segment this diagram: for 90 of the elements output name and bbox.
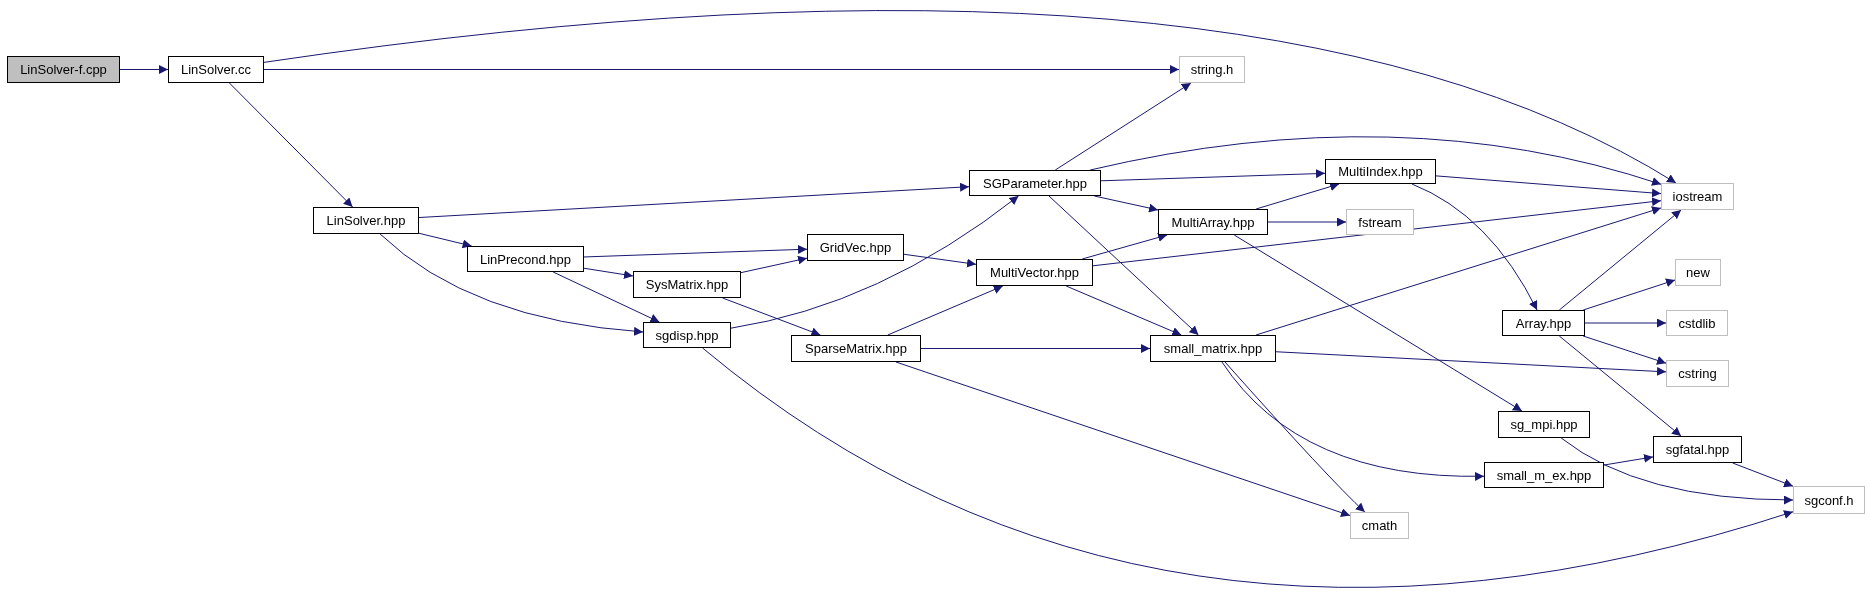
file-name: SparseMatrix.hpp: [805, 341, 907, 356]
arrow: [583, 245, 808, 258]
file-box: [1158, 209, 1268, 235]
arrow: [379, 233, 644, 336]
file-box: [1661, 183, 1734, 210]
file-name: cmath: [1361, 518, 1398, 533]
file-name: MultiVector.hpp: [990, 265, 1079, 280]
arrow: [1582, 278, 1676, 311]
file-box: [976, 259, 1093, 286]
file-name: cstring: [1678, 366, 1717, 381]
file-name: small_matrix.hpp: [1163, 341, 1263, 356]
arrow: [1054, 82, 1192, 171]
file-box: [313, 207, 419, 234]
file-box: [1653, 436, 1742, 463]
arrow: [1411, 183, 1538, 311]
arrow: [1100, 169, 1326, 182]
file-box: [1498, 411, 1590, 438]
file-name: small_m_ex.hpp: [1496, 467, 1592, 483]
file-name: LinSolver-f.cpp: [20, 62, 107, 77]
arrow: [1435, 175, 1662, 198]
arrow: [1081, 233, 1168, 260]
arrow: [740, 255, 808, 274]
arrow: [1255, 206, 1662, 336]
file-box: [807, 234, 904, 261]
arrow: [1558, 335, 1682, 437]
arrow: [903, 253, 977, 268]
arrow: [583, 267, 634, 279]
file-box: [7, 56, 120, 83]
file-name: LinSolver.hpp: [326, 213, 406, 228]
arrow: [119, 65, 169, 74]
file-name: MultiIndex.hpp: [1338, 164, 1423, 179]
file-box: [1179, 56, 1245, 83]
arrow: [1584, 318, 1667, 328]
file-name: SysMatrix.hpp: [645, 277, 729, 292]
file-box: [1150, 335, 1276, 362]
file-box: [1666, 360, 1729, 387]
arrow: [228, 82, 354, 208]
file-name: sgfatal.hpp: [1665, 442, 1730, 457]
file-box: [467, 246, 584, 272]
file-box: [1484, 462, 1604, 488]
arrow: [1255, 182, 1340, 210]
file-box: [1350, 512, 1409, 539]
file-box: [633, 271, 741, 298]
arrow: [1221, 361, 1485, 481]
file-box: [1793, 486, 1865, 514]
file-box: [643, 322, 731, 348]
file-box: [791, 335, 921, 362]
file-name: sgconf.h: [1804, 492, 1854, 508]
arrow: [722, 297, 821, 336]
file-box: [1346, 209, 1414, 235]
arrow: [1233, 234, 1523, 412]
file-box: [168, 56, 264, 83]
arrow: [1267, 217, 1347, 227]
file-name: LinSolver.cc: [180, 62, 252, 77]
file-name: string.h: [1190, 62, 1234, 77]
arrow: [895, 361, 1351, 517]
file-name: sg_mpi.hpp: [1510, 417, 1578, 432]
arrow: [418, 182, 970, 219]
arrow: [1065, 285, 1182, 336]
file-name: fstream: [1358, 214, 1402, 230]
file-name: LinPrecond.hpp: [479, 251, 572, 267]
file-box: [969, 170, 1101, 196]
file-name: new: [1686, 265, 1710, 280]
file-name: SGParameter.hpp: [982, 175, 1088, 191]
arrow: [1558, 209, 1682, 311]
arrow: [1048, 195, 1199, 336]
arrow: [1092, 197, 1662, 267]
arrow: [730, 195, 1019, 329]
file-name: Array.hpp: [1515, 315, 1572, 331]
arrow: [1603, 453, 1654, 466]
arrow: [263, 10, 1677, 184]
file-box: [1325, 159, 1436, 184]
arrow: [1582, 335, 1667, 365]
file-name: sgdisp.hpp: [655, 327, 719, 343]
file-box: [1502, 310, 1585, 336]
file-name: GridVec.hpp: [819, 240, 892, 255]
arrow: [418, 232, 473, 249]
arrow: [920, 344, 1151, 353]
file-name: iostream: [1672, 189, 1723, 204]
arrow: [702, 347, 1794, 588]
file-box: [1675, 259, 1721, 286]
arrow: [552, 271, 660, 323]
file-box: [1666, 310, 1728, 336]
file-name: cstdlib: [1678, 315, 1716, 331]
arrow: [1275, 351, 1667, 376]
arrow: [263, 65, 1180, 74]
arrow: [1732, 462, 1794, 488]
file-name: MultiArray.hpp: [1171, 214, 1255, 230]
arrow: [887, 285, 1004, 336]
arrow: [1224, 361, 1366, 513]
